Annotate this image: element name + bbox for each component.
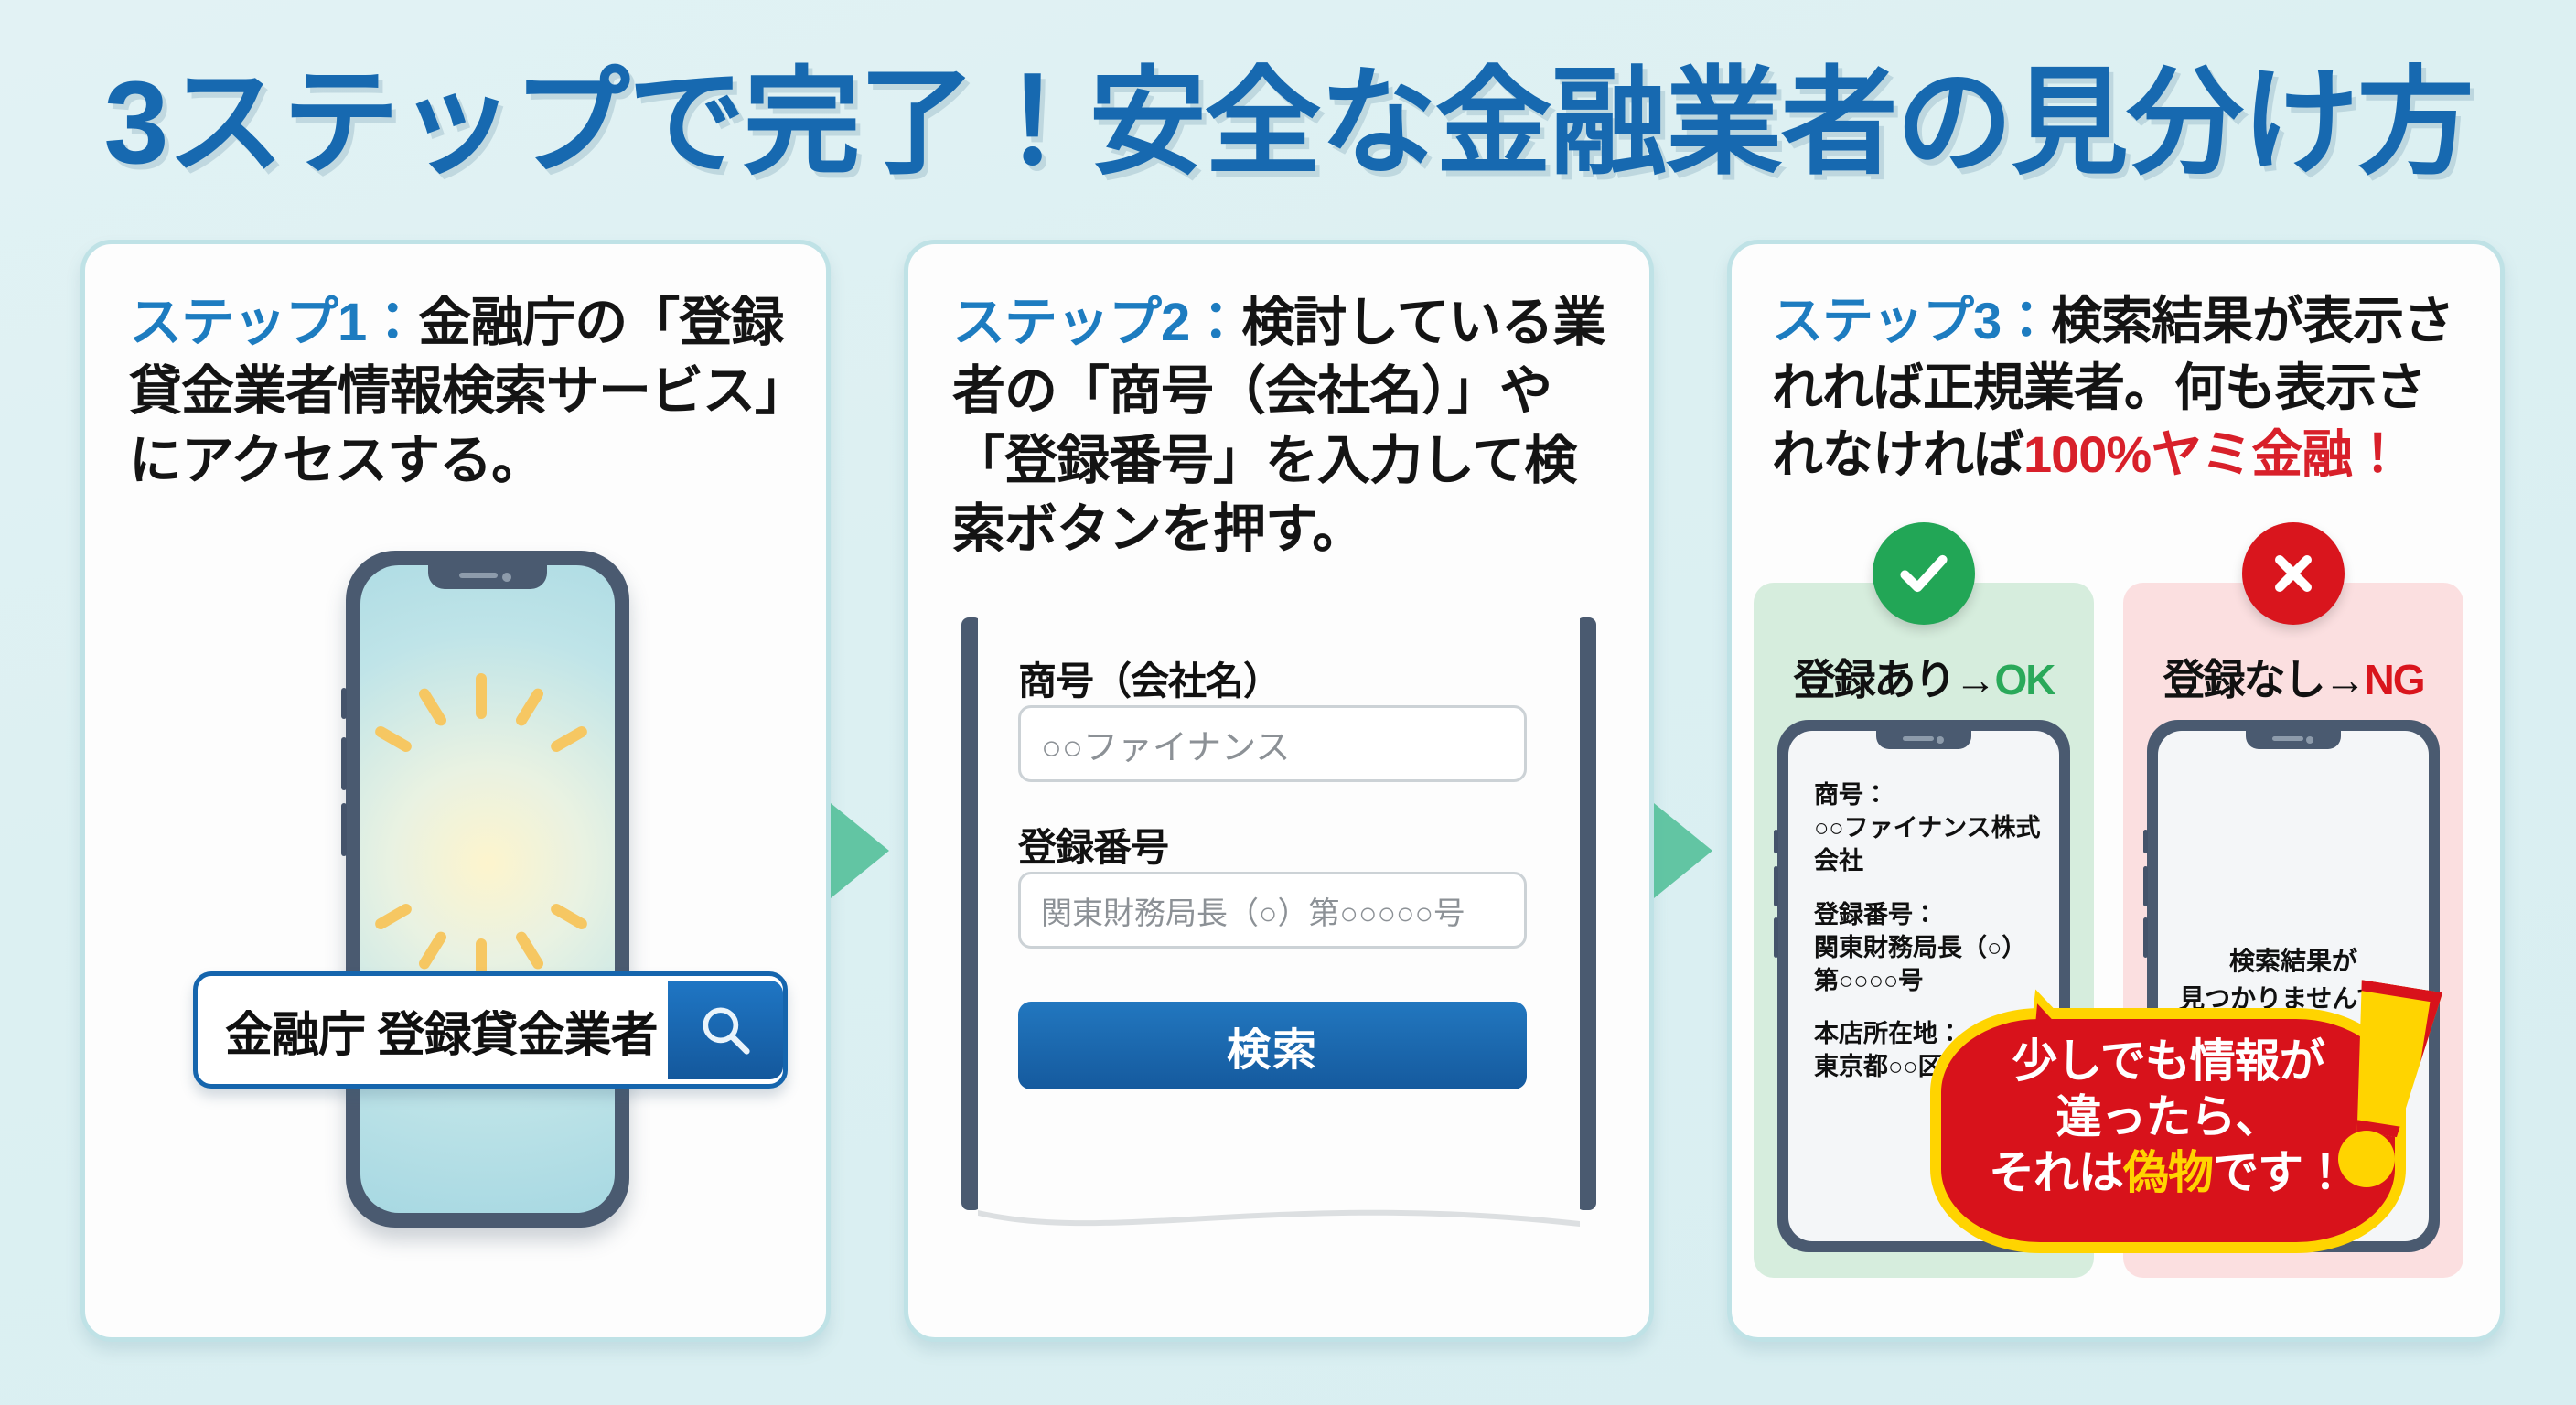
phone-speaker — [458, 573, 498, 578]
sparkle-ray — [548, 724, 590, 755]
search-bar[interactable]: 金融庁 登録貸金業者 — [193, 971, 788, 1089]
sparkle-ray — [416, 929, 449, 971]
x-circle-icon — [2242, 522, 2345, 625]
callout-text: 少しでも情報が 違ったら、 それは偽物です！ — [1930, 1034, 2406, 1201]
step-3-text: ステップ3：検索結果が表示されれば正規業者。何も表示されなければ100%ヤミ金融… — [1772, 288, 2471, 488]
phone-volume-up-button — [2143, 866, 2148, 906]
sparkle-ray — [548, 901, 590, 932]
step-3-body-highlight: 100%ヤミ金融！ — [2023, 424, 2403, 483]
phone-notch — [428, 565, 547, 589]
flow-arrow-1 — [831, 803, 889, 898]
sparkle-ray — [476, 673, 487, 719]
company-name-input[interactable]: ○○ファイナンス — [1018, 705, 1527, 782]
search-form-phone: 商号（会社名） ○○ファイナンス 登録番号 関東財務局長（○）第○○○○○号 検… — [961, 617, 1596, 1249]
registration-number-label: 登録番号 — [1018, 826, 1169, 869]
callout-line-1: 少しでも情報が — [2012, 1035, 2325, 1087]
phone-notch — [1876, 731, 1971, 749]
phone-right-rail — [1576, 617, 1596, 1210]
magnifier-icon — [703, 1007, 750, 1055]
phone-side-button — [1774, 830, 1778, 853]
sparkle-ray — [513, 929, 546, 971]
sparkle-ray — [513, 686, 546, 728]
phone-volume-down-button — [1774, 917, 1778, 958]
phone-screen-ok: 商号： ○○ファイナンス株式会社 登録番号： 関東財務局長（○）第○○○○号 本… — [1788, 731, 2059, 1241]
company-name-label: 商号（会社名） — [1018, 660, 1282, 702]
sparkle-ray — [372, 724, 414, 755]
result-field: 登録番号： 関東財務局長（○）第○○○○号 — [1814, 898, 2043, 998]
result-field-value: ○○ファイナンス株式会社 — [1814, 814, 2041, 875]
phone-volume-up-button — [341, 737, 347, 790]
phone-notch — [2246, 731, 2341, 749]
result-field-label: 登録番号： — [1814, 900, 1937, 928]
torn-paper-edge — [978, 1194, 1580, 1249]
ng-panel-title: 登録なし→NG — [2123, 647, 2463, 707]
phone-speaker — [2271, 736, 2303, 741]
step-3-label: ステップ3： — [1772, 292, 2052, 349]
phone-side-button — [2143, 830, 2148, 853]
registration-number-input[interactable]: 関東財務局長（○）第○○○○○号 — [1018, 872, 1527, 949]
page-title: 3ステップで完了！安全な金融業者の見分け方 — [103, 58, 2474, 188]
exclamation-dot — [2338, 1131, 2395, 1187]
form-sheet: 商号（会社名） ○○ファイナンス 登録番号 関東財務局長（○）第○○○○○号 検… — [978, 617, 1580, 1249]
phone-illustration-ok: 商号： ○○ファイナンス株式会社 登録番号： 関東財務局長（○）第○○○○号 本… — [1774, 720, 2070, 1252]
callout-line-3: それは偽物です！ — [1930, 1145, 2406, 1201]
ok-title-prefix: 登録あり→ — [1793, 656, 1997, 703]
phone-screen-1 — [360, 565, 615, 1213]
callout-line-3-suffix: です！ — [2213, 1147, 2348, 1198]
ng-title-prefix: 登録なし→ — [2163, 656, 2367, 703]
phone-side-button — [341, 688, 347, 719]
step-1-label: ステップ1： — [129, 293, 419, 352]
result-field-value: 関東財務局長（○）第○○○○号 — [1814, 933, 2027, 994]
no-result-line-1: 検索結果が — [2228, 947, 2357, 975]
step-card-2: ステップ2：検討している業者の「商号（会社名）」や「登録番号」を入力して検索ボタ… — [904, 240, 1654, 1342]
step-3-body-plain: 検索結果が表示されれば正規業者。何も表示されなければ — [1772, 292, 2454, 483]
callout-line-2: 違ったら、 — [2055, 1091, 2281, 1142]
step-2-label: ステップ2： — [952, 293, 1242, 352]
check-circle-icon — [1873, 522, 1975, 625]
step-1-text: ステップ1：金融庁の「登録貸金業者情報検索サービス」にアクセスする。 — [129, 288, 791, 495]
phone-camera — [1936, 736, 1944, 744]
sparkle-ray — [416, 686, 449, 728]
phone-camera — [2305, 736, 2313, 744]
result-field: 商号： ○○ファイナンス株式会社 — [1814, 778, 2043, 878]
warning-callout: 少しでも情報が 違ったら、 それは偽物です！ — [1930, 981, 2481, 1264]
search-submit-button[interactable]: 検索 — [1018, 1002, 1527, 1089]
phone-volume-down-button — [341, 803, 347, 856]
phone-left-rail — [961, 617, 982, 1210]
phone-volume-down-button — [2143, 917, 2148, 958]
ng-title-word: NG — [2364, 656, 2426, 703]
phone-camera — [501, 573, 511, 582]
sparkle-ray — [372, 901, 414, 932]
step-2-text: ステップ2：検討している業者の「商号（会社名）」や「登録番号」を入力して検索ボタ… — [952, 288, 1615, 564]
search-button[interactable] — [668, 981, 783, 1079]
search-input[interactable]: 金融庁 登録貸金業者 — [225, 1008, 658, 1062]
step-2-body: 検討している業者の「商号（会社名）」や「登録番号」を入力して検索ボタンを押す。 — [952, 293, 1606, 560]
result-field-label: 商号： — [1814, 781, 1888, 809]
step-card-1: ステップ1：金融庁の「登録貸金業者情報検索サービス」にアクセスする。 — [80, 240, 831, 1342]
result-field-label: 本店所在地： — [1814, 1020, 1962, 1048]
step-1-body: 金融庁の「登録貸金業者情報検索サービス」にアクセスする。 — [129, 293, 784, 490]
callout-line-3-prefix: それは — [1989, 1147, 2124, 1198]
exclamation-bar — [2325, 978, 2442, 1141]
exclamation-mark-icon — [2294, 970, 2481, 1237]
phone-speaker — [1902, 736, 1934, 741]
phone-volume-up-button — [1774, 866, 1778, 906]
ok-title-word: OK — [1994, 656, 2056, 703]
ok-panel-title: 登録あり→OK — [1754, 647, 2094, 707]
phone-illustration-1 — [341, 551, 629, 1228]
flow-arrow-2 — [1654, 803, 1712, 898]
result-field-list: 商号： ○○ファイナンス株式会社 登録番号： 関東財務局長（○）第○○○○号 本… — [1814, 778, 2043, 1103]
callout-line-3-highlight: 偽物 — [2123, 1147, 2214, 1198]
